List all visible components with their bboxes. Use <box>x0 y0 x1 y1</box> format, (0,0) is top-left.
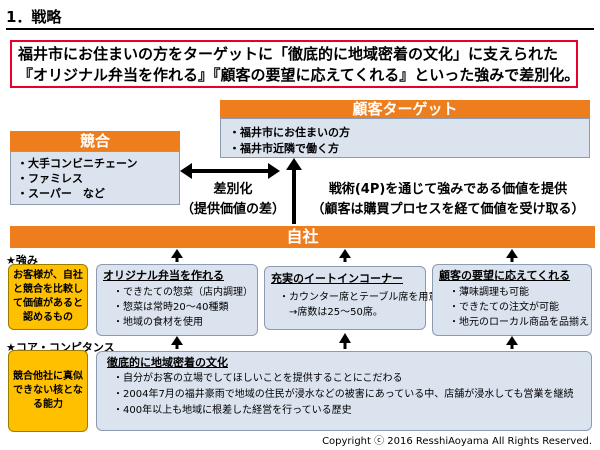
copyright-text: Copyright ⓒ 2016 ResshiAoyama All Rights… <box>322 436 592 447</box>
headline-line-2: 『オリジナル弁当を作れる』『顧客の要望に応えてくれる』といった強みで差別化。 <box>18 66 580 84</box>
tactics-label: 戦術(4P)を通じて強みである価値を提供 （顧客は購買プロセスを経て価値を受け取… <box>298 180 598 220</box>
core-competence-item: 2004年7月の福井豪雨で地域の住民が浸水などの被害にあっている中、店舗が浸水し… <box>113 387 581 403</box>
tactics-line-1: 戦術(4P)を通じて強みである価値を提供 <box>328 182 568 197</box>
company-header: 自社 <box>10 226 595 248</box>
strength-panel-item: できたての惣菜（店内調理） <box>113 285 253 300</box>
core-competence-note-text: 競合他社に真似できない核となる能力 <box>13 371 83 410</box>
competition-box: ・大手コンビニチェーン ・ファミレス ・スーパー など <box>10 151 180 205</box>
core-competence-panel: 徹底的に地域密着の文化 自分がお客の立場でしてほしいことを提供することにこだわる… <box>96 351 592 431</box>
strength-panel-item: 地域の食材を使用 <box>113 315 251 330</box>
customer-target-header: 顧客ターゲット <box>220 100 590 118</box>
customer-target-item: ・福井市にお住まいの方 <box>229 126 350 139</box>
strengths-note-text: お客様が、自社と競合を比較して価値があると認めるもの <box>13 270 83 323</box>
strength-panel-item: 惣菜は常時20～40種類 <box>113 300 251 315</box>
competition-item: ・スーパー など <box>17 187 105 200</box>
strength-panel-customer-requests: 顧客の要望に応えてくれる 薄味調理も可能 できたての注文が可能 地元のローカル商… <box>432 264 592 336</box>
tactics-line-2: （顧客は購買プロセスを経て価値を受け取る） <box>311 202 585 217</box>
differentiation-label: 差別化 （提供価値の差） <box>178 180 288 220</box>
strengths-note: お客様が、自社と競合を比較して価値があると認めるもの <box>8 264 88 330</box>
section-title: 1．戦略 <box>6 8 62 26</box>
headline-line-1: 福井市にお住まいの方をターゲットに「徹底的に地域密着の文化」に支えられた <box>18 45 559 63</box>
strengths-label: ★強み <box>6 254 38 267</box>
strength-panel-title: 充実のイートインコーナー <box>271 272 403 285</box>
customer-target-item: ・福井市近隣で働く方 <box>229 142 339 155</box>
competition-item: ・ファミレス <box>17 172 83 185</box>
core-competence-item: 400年以上も地域に根差した経営を行っている歴史 <box>113 403 581 419</box>
strength-panel-title: 顧客の要望に応えてくれる <box>439 269 571 282</box>
customer-target-box: ・福井市にお住まいの方 ・福井市近隣で働く方 <box>220 118 590 158</box>
strength-panel-item: カウンター席とテーブル席を用意。 <box>279 290 448 305</box>
strength-panel-subline: →席数は25～50席。 <box>289 307 383 318</box>
strength-panel-eat-in-corner: 充実のイートインコーナー カウンター席とテーブル席を用意。 →席数は25～50席… <box>264 266 448 330</box>
strength-panel-original-bento: オリジナル弁当を作れる できたての惣菜（店内調理） 惣菜は常時20～40種類 地… <box>96 264 258 336</box>
strength-panel-item: できたての注文が可能 <box>449 300 585 315</box>
strength-panel-title: オリジナル弁当を作れる <box>103 269 224 282</box>
headline-box: 福井市にお住まいの方をターゲットに「徹底的に地域密着の文化」に支えられた 『オリ… <box>10 40 580 88</box>
core-competence-note: 競合他社に真似できない核となる能力 <box>8 350 88 432</box>
competition-header: 競合 <box>10 131 180 151</box>
differentiation-line-1: 差別化 <box>213 182 253 197</box>
core-competence-title: 徹底的に地域密着の文化 <box>107 356 228 369</box>
title-underline <box>6 28 594 30</box>
competition-item: ・大手コンビニチェーン <box>17 157 138 170</box>
differentiation-line-2: （提供価値の差） <box>180 202 285 217</box>
core-competence-item: 自分がお客の立場でしてほしいことを提供することにこだわる <box>113 371 581 387</box>
strength-panel-item: 地元のローカル商品を品揃え <box>449 315 589 330</box>
strength-panel-item: 薄味調理も可能 <box>449 285 585 300</box>
